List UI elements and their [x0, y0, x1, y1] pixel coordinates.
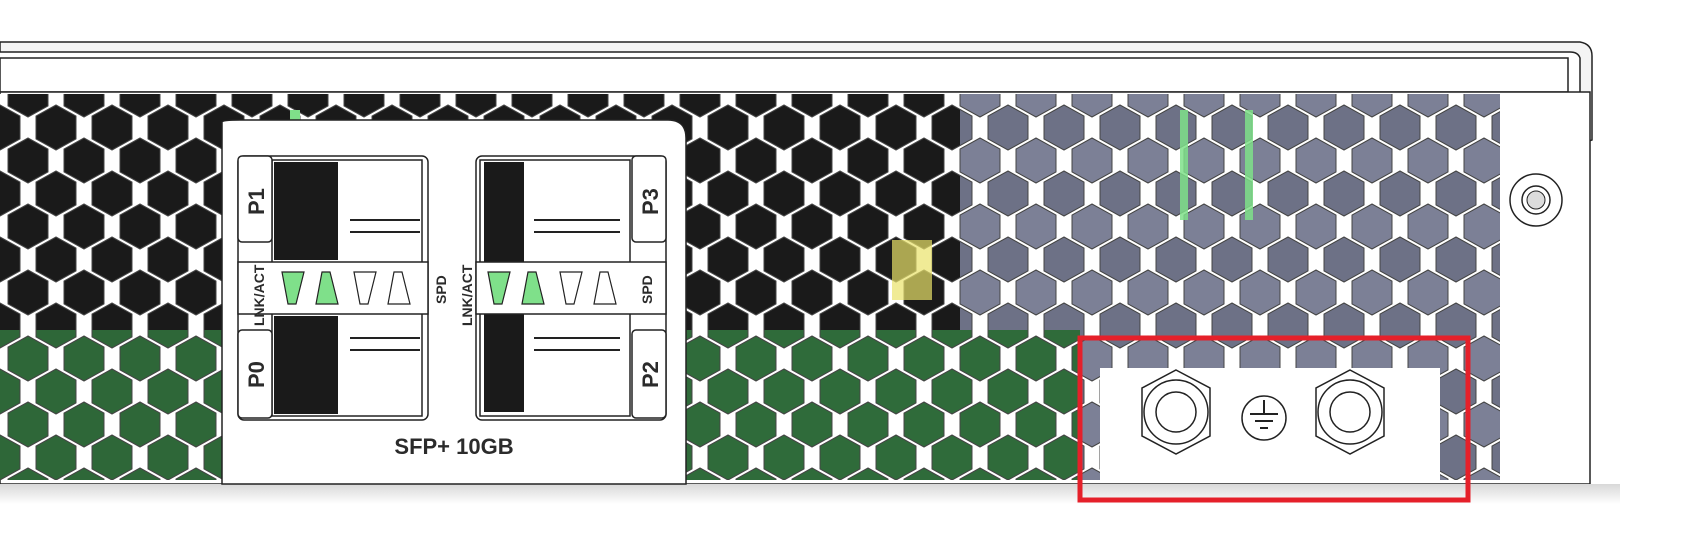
- spd-label-right: SPD: [639, 275, 655, 304]
- grounding-studs: [1100, 368, 1440, 480]
- spd-label-left: SPD: [433, 275, 449, 304]
- port-label-p3: P3: [638, 188, 663, 215]
- mounting-screw-icon: [1509, 173, 1563, 227]
- led-spd-p0: [387, 271, 411, 305]
- lnk-act-label-left: LNK/ACT: [251, 264, 267, 326]
- sfp-cage-left: P1 P0 LNK/ACT SPD: [237, 155, 449, 421]
- ground-stud-left: [1141, 369, 1211, 455]
- led-lnk-act-p0: [315, 271, 339, 305]
- lnk-act-label-right: LNK/ACT: [459, 264, 475, 326]
- ground-stud-right: [1315, 369, 1385, 455]
- highlight-box: [1077, 335, 1471, 503]
- sfp-label: SFP+ 10GB: [394, 434, 513, 459]
- ground-icon: [1241, 395, 1287, 441]
- led-lnk-act-p3: [487, 271, 511, 305]
- led-spd-p2: [593, 271, 617, 305]
- port-label-p0: P0: [244, 361, 269, 388]
- sfp-cage-right: P3 P2 LNK/ACT SPD: [459, 155, 667, 421]
- port-label-p2: P2: [638, 361, 663, 388]
- sfp-module-area: P1 P0 LNK/ACT SPD P3 P2 LNK/: [221, 119, 687, 485]
- led-spd-p3: [559, 271, 583, 305]
- led-lnk-act-p2: [521, 271, 545, 305]
- port-label-p1: P1: [244, 188, 269, 215]
- led-spd-p1: [353, 271, 377, 305]
- led-lnk-act-p1: [281, 271, 305, 305]
